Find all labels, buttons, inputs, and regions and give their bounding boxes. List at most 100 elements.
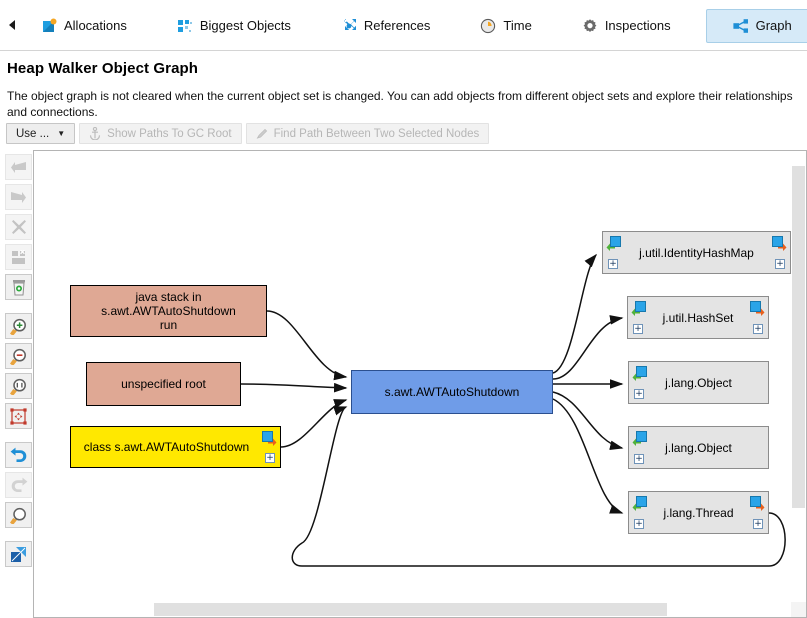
graph-node-thread-label: j.lang.Thread bbox=[663, 505, 734, 520]
time-icon bbox=[480, 18, 496, 34]
remove-nodes-icon bbox=[11, 249, 27, 265]
zoom-in-button[interactable] bbox=[5, 313, 32, 339]
edge-thread-to-selected bbox=[291, 406, 786, 567]
tab-references-label: References bbox=[363, 18, 431, 33]
find-button[interactable] bbox=[5, 502, 32, 528]
expand-outgoing-button[interactable]: + bbox=[753, 324, 763, 334]
undo-icon bbox=[10, 447, 28, 463]
vertical-scrollbar-thumb[interactable] bbox=[792, 166, 805, 508]
biggest-objects-icon bbox=[177, 18, 193, 34]
fit-content-button[interactable] bbox=[5, 403, 32, 429]
outgoing-arrow-icon bbox=[10, 190, 27, 205]
zoom-in-icon bbox=[10, 318, 27, 335]
graph-node-unspecified-root-label: unspecified root bbox=[121, 377, 206, 391]
export-button[interactable] bbox=[5, 541, 32, 567]
tab-inspections[interactable]: Inspections bbox=[567, 9, 686, 43]
allocations-icon bbox=[41, 18, 57, 34]
show-paths-to-gc-root-label: Show Paths To GC Root bbox=[107, 127, 232, 140]
graph-icon bbox=[732, 18, 749, 34]
redo-button[interactable] bbox=[5, 472, 32, 498]
references-icon bbox=[341, 18, 357, 34]
find-path-between-nodes-button[interactable]: Find Path Between Two Selected Nodes bbox=[245, 123, 490, 144]
vertical-scrollbar[interactable] bbox=[791, 151, 806, 604]
graph-canvas[interactable]: java stack in s.awt.AWTAutoShutdown run … bbox=[34, 151, 792, 589]
outgoing-references-icon[interactable] bbox=[750, 496, 765, 511]
zoom-out-button[interactable] bbox=[5, 343, 32, 369]
show-outgoing-references-button[interactable] bbox=[5, 184, 32, 210]
incoming-references-icon[interactable] bbox=[606, 236, 621, 251]
expand-incoming-button[interactable]: + bbox=[634, 389, 644, 399]
clear-graph-button[interactable] bbox=[5, 274, 32, 300]
fit-content-icon bbox=[10, 407, 27, 425]
scrollbar-corner bbox=[791, 602, 806, 617]
action-toolbar: Use ... ▼ Show Paths To GC Root Find Pat… bbox=[6, 123, 490, 144]
horizontal-scrollbar[interactable] bbox=[34, 602, 792, 617]
graph-node-identityhashmap[interactable]: j.util.IdentityHashMap + + bbox=[602, 231, 791, 274]
tab-graph-label: Graph bbox=[755, 18, 792, 33]
graph-node-class-awtautoshutdown-label: class s.awt.AWTAutoShutdown bbox=[83, 440, 250, 454]
zoom-100-button[interactable] bbox=[5, 373, 32, 399]
zoom-out-icon bbox=[10, 348, 27, 365]
graph-node-object-2-label: j.lang.Object bbox=[665, 440, 732, 455]
tab-biggest-objects[interactable]: Biggest Objects bbox=[162, 9, 306, 43]
edge-class-to-selected bbox=[280, 399, 348, 448]
expand-incoming-button[interactable]: + bbox=[634, 519, 644, 529]
remove-selected-nodes-button[interactable] bbox=[5, 214, 32, 240]
outgoing-references-icon[interactable] bbox=[262, 431, 277, 446]
tab-graph[interactable]: Graph bbox=[705, 8, 807, 43]
incoming-references-icon[interactable] bbox=[632, 431, 647, 446]
tab-allocations[interactable]: Allocations bbox=[26, 9, 142, 43]
use-dropdown-label: Use ... bbox=[16, 127, 50, 140]
zoom-100-icon bbox=[10, 378, 27, 395]
expand-incoming-button[interactable]: + bbox=[608, 259, 618, 269]
outgoing-references-icon[interactable] bbox=[772, 236, 787, 251]
inspections-icon bbox=[582, 18, 598, 34]
outgoing-references-icon[interactable] bbox=[750, 301, 765, 316]
undo-button[interactable] bbox=[5, 442, 32, 468]
expand-outgoing-button[interactable]: + bbox=[775, 259, 785, 269]
find-path-between-nodes-label: Find Path Between Two Selected Nodes bbox=[273, 127, 480, 140]
graph-node-selected-awtautoshutdown[interactable]: s.awt.AWTAutoShutdown bbox=[351, 370, 553, 414]
graph-node-unspecified-root[interactable]: unspecified root bbox=[86, 362, 241, 406]
expand-outgoing-button[interactable]: + bbox=[265, 453, 275, 463]
tab-time-label: Time bbox=[503, 18, 532, 33]
graph-node-selected-awtautoshutdown-label: s.awt.AWTAutoShutdown bbox=[384, 385, 520, 399]
tab-time[interactable]: Time bbox=[465, 9, 546, 43]
graph-node-java-stack[interactable]: java stack in s.awt.AWTAutoShutdown run bbox=[70, 285, 267, 337]
tab-biggest-objects-label: Biggest Objects bbox=[199, 18, 291, 33]
expand-incoming-button[interactable]: + bbox=[633, 324, 643, 334]
graph-tools-toolbar bbox=[0, 150, 37, 618]
edge-stack-to-selected bbox=[266, 310, 348, 381]
pencil-icon bbox=[256, 127, 268, 140]
anchor-icon bbox=[89, 126, 101, 141]
tab-allocations-label: Allocations bbox=[64, 18, 127, 33]
tab-references[interactable]: References bbox=[326, 9, 445, 43]
edge-selected-to-object2 bbox=[552, 391, 624, 450]
redo-icon bbox=[10, 477, 28, 493]
graph-node-identityhashmap-label: j.util.IdentityHashMap bbox=[639, 245, 754, 260]
graph-node-object-1[interactable]: j.lang.Object + bbox=[628, 361, 769, 404]
incoming-references-icon[interactable] bbox=[632, 496, 647, 511]
graph-node-class-awtautoshutdown[interactable]: class s.awt.AWTAutoShutdown + bbox=[70, 426, 281, 468]
horizontal-scrollbar-thumb[interactable] bbox=[154, 603, 667, 616]
incoming-arrow-icon bbox=[10, 160, 27, 175]
graph-edges bbox=[240, 253, 786, 567]
expand-outgoing-button[interactable]: + bbox=[753, 519, 763, 529]
show-paths-to-gc-root-button[interactable]: Show Paths To GC Root bbox=[79, 123, 242, 144]
incoming-references-icon[interactable] bbox=[632, 366, 647, 381]
caret-left-icon[interactable] bbox=[6, 18, 18, 32]
remove-other-nodes-button[interactable] bbox=[5, 244, 32, 270]
graph-node-thread[interactable]: j.lang.Thread + + bbox=[628, 491, 769, 534]
graph-canvas-panel[interactable]: java stack in s.awt.AWTAutoShutdown run … bbox=[33, 150, 807, 618]
graph-node-object-2[interactable]: j.lang.Object + bbox=[628, 426, 769, 469]
expand-incoming-button[interactable]: + bbox=[634, 454, 644, 464]
edge-selected-to-object-thread bbox=[552, 398, 624, 514]
edge-unspecified-to-selected bbox=[240, 382, 348, 393]
tab-bar: Allocations Biggest Objects bbox=[0, 0, 807, 51]
incoming-references-icon[interactable] bbox=[631, 301, 646, 316]
graph-node-object-1-label: j.lang.Object bbox=[665, 375, 732, 390]
use-dropdown-button[interactable]: Use ... ▼ bbox=[6, 123, 76, 144]
page-title: Heap Walker Object Graph bbox=[7, 60, 199, 77]
show-incoming-references-button[interactable] bbox=[5, 154, 32, 180]
graph-node-hashset[interactable]: j.util.HashSet + + bbox=[627, 296, 769, 339]
